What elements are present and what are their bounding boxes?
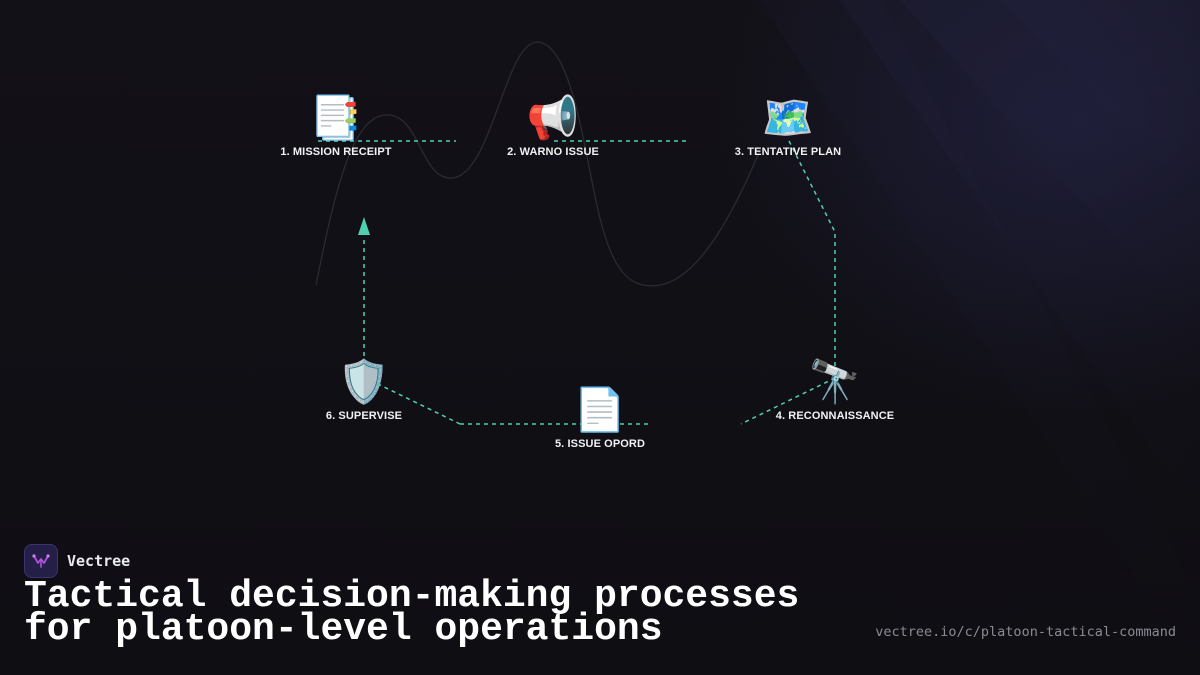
step-label: 6. SUPERVISE — [325, 410, 403, 422]
brand-name: Vectree — [67, 552, 131, 570]
decorative-curve — [315, 41, 761, 287]
arrowhead-up — [358, 217, 370, 235]
page-title: Tactical decision-making processes for p… — [24, 575, 800, 651]
step-tentative-plan: 🗺️ 3. TENTATIVE PLAN — [678, 92, 898, 158]
step-label: 3. TENTATIVE PLAN — [734, 146, 842, 158]
step-label: 5. ISSUE OPORD — [554, 438, 646, 450]
connector-3-4 — [788, 140, 836, 373]
source-url[interactable]: vectree.io/c/platoon-tactical-command — [875, 624, 1176, 640]
step-warno-issue: 📢 2. WARNO ISSUE — [443, 92, 663, 158]
step-label: 4. RECONNAISSANCE — [775, 410, 895, 422]
document-icon: 📄 — [573, 385, 627, 434]
step-reconnaissance: 🔭 4. RECONNAISSANCE — [725, 356, 945, 422]
step-issue-opord: 📄 5. ISSUE OPORD — [490, 384, 710, 450]
vectree-logo-icon — [24, 544, 58, 578]
brand: Vectree — [24, 544, 130, 578]
step-label: 1. MISSION RECEIPT — [280, 146, 392, 158]
telescope-icon: 🔭 — [808, 357, 862, 406]
megaphone-icon: 📢 — [526, 93, 580, 142]
world-map-icon: 🗺️ — [761, 93, 815, 142]
bookmark-tabs-icon: 📑 — [309, 93, 363, 142]
connector-4-5 — [740, 377, 836, 425]
step-mission-receipt: 📑 1. MISSION RECEIPT — [226, 92, 446, 158]
shield-icon: 🛡️ — [337, 357, 391, 406]
step-supervise: 🛡️ 6. SUPERVISE — [254, 356, 474, 422]
step-label: 2. WARNO ISSUE — [507, 146, 599, 158]
